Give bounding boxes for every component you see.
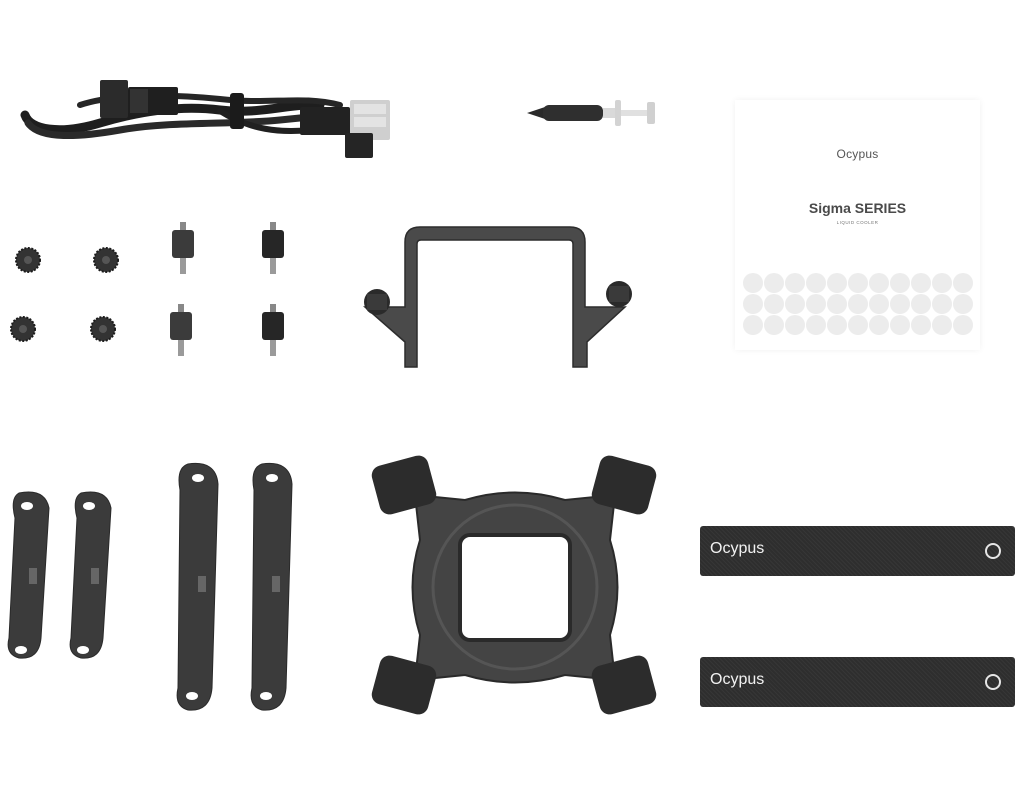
strap-hole-icon: [985, 543, 1001, 559]
cable-strap: Ocypus: [700, 657, 1015, 707]
manual-series-title: Sigma SERIES: [808, 200, 907, 216]
thermal-paste-syringe: [525, 95, 660, 130]
standoff-screw: [168, 222, 198, 277]
thumb-nut: [92, 246, 120, 274]
strap-hole-icon: [985, 674, 1001, 690]
long-intel-bracket: [246, 460, 296, 715]
short-intel-bracket: [67, 488, 117, 668]
standoff-screw: [258, 304, 288, 359]
cable-strap: Ocypus: [700, 526, 1015, 576]
long-intel-bracket: [172, 460, 222, 715]
thumb-nut: [14, 246, 42, 274]
user-manual-card: Ocypus Sigma SERIES LIQUID COOLER: [735, 100, 980, 350]
sticker-dots: [743, 273, 975, 335]
manual-brand: Ocypus: [836, 147, 879, 161]
thumb-nut: [89, 315, 117, 343]
standoff-screw: [166, 304, 196, 359]
strap-logo: Ocypus: [710, 540, 765, 557]
cpu-backplate: [370, 455, 660, 720]
thumb-nut: [9, 315, 37, 343]
manual-subtitle: LIQUID COOLER: [836, 220, 879, 225]
short-intel-bracket: [5, 488, 55, 668]
amd-mounting-bracket: [355, 222, 645, 372]
fan-cable-bundle: [20, 75, 400, 170]
strap-logo: Ocypus: [710, 671, 765, 688]
standoff-screw: [258, 222, 288, 277]
